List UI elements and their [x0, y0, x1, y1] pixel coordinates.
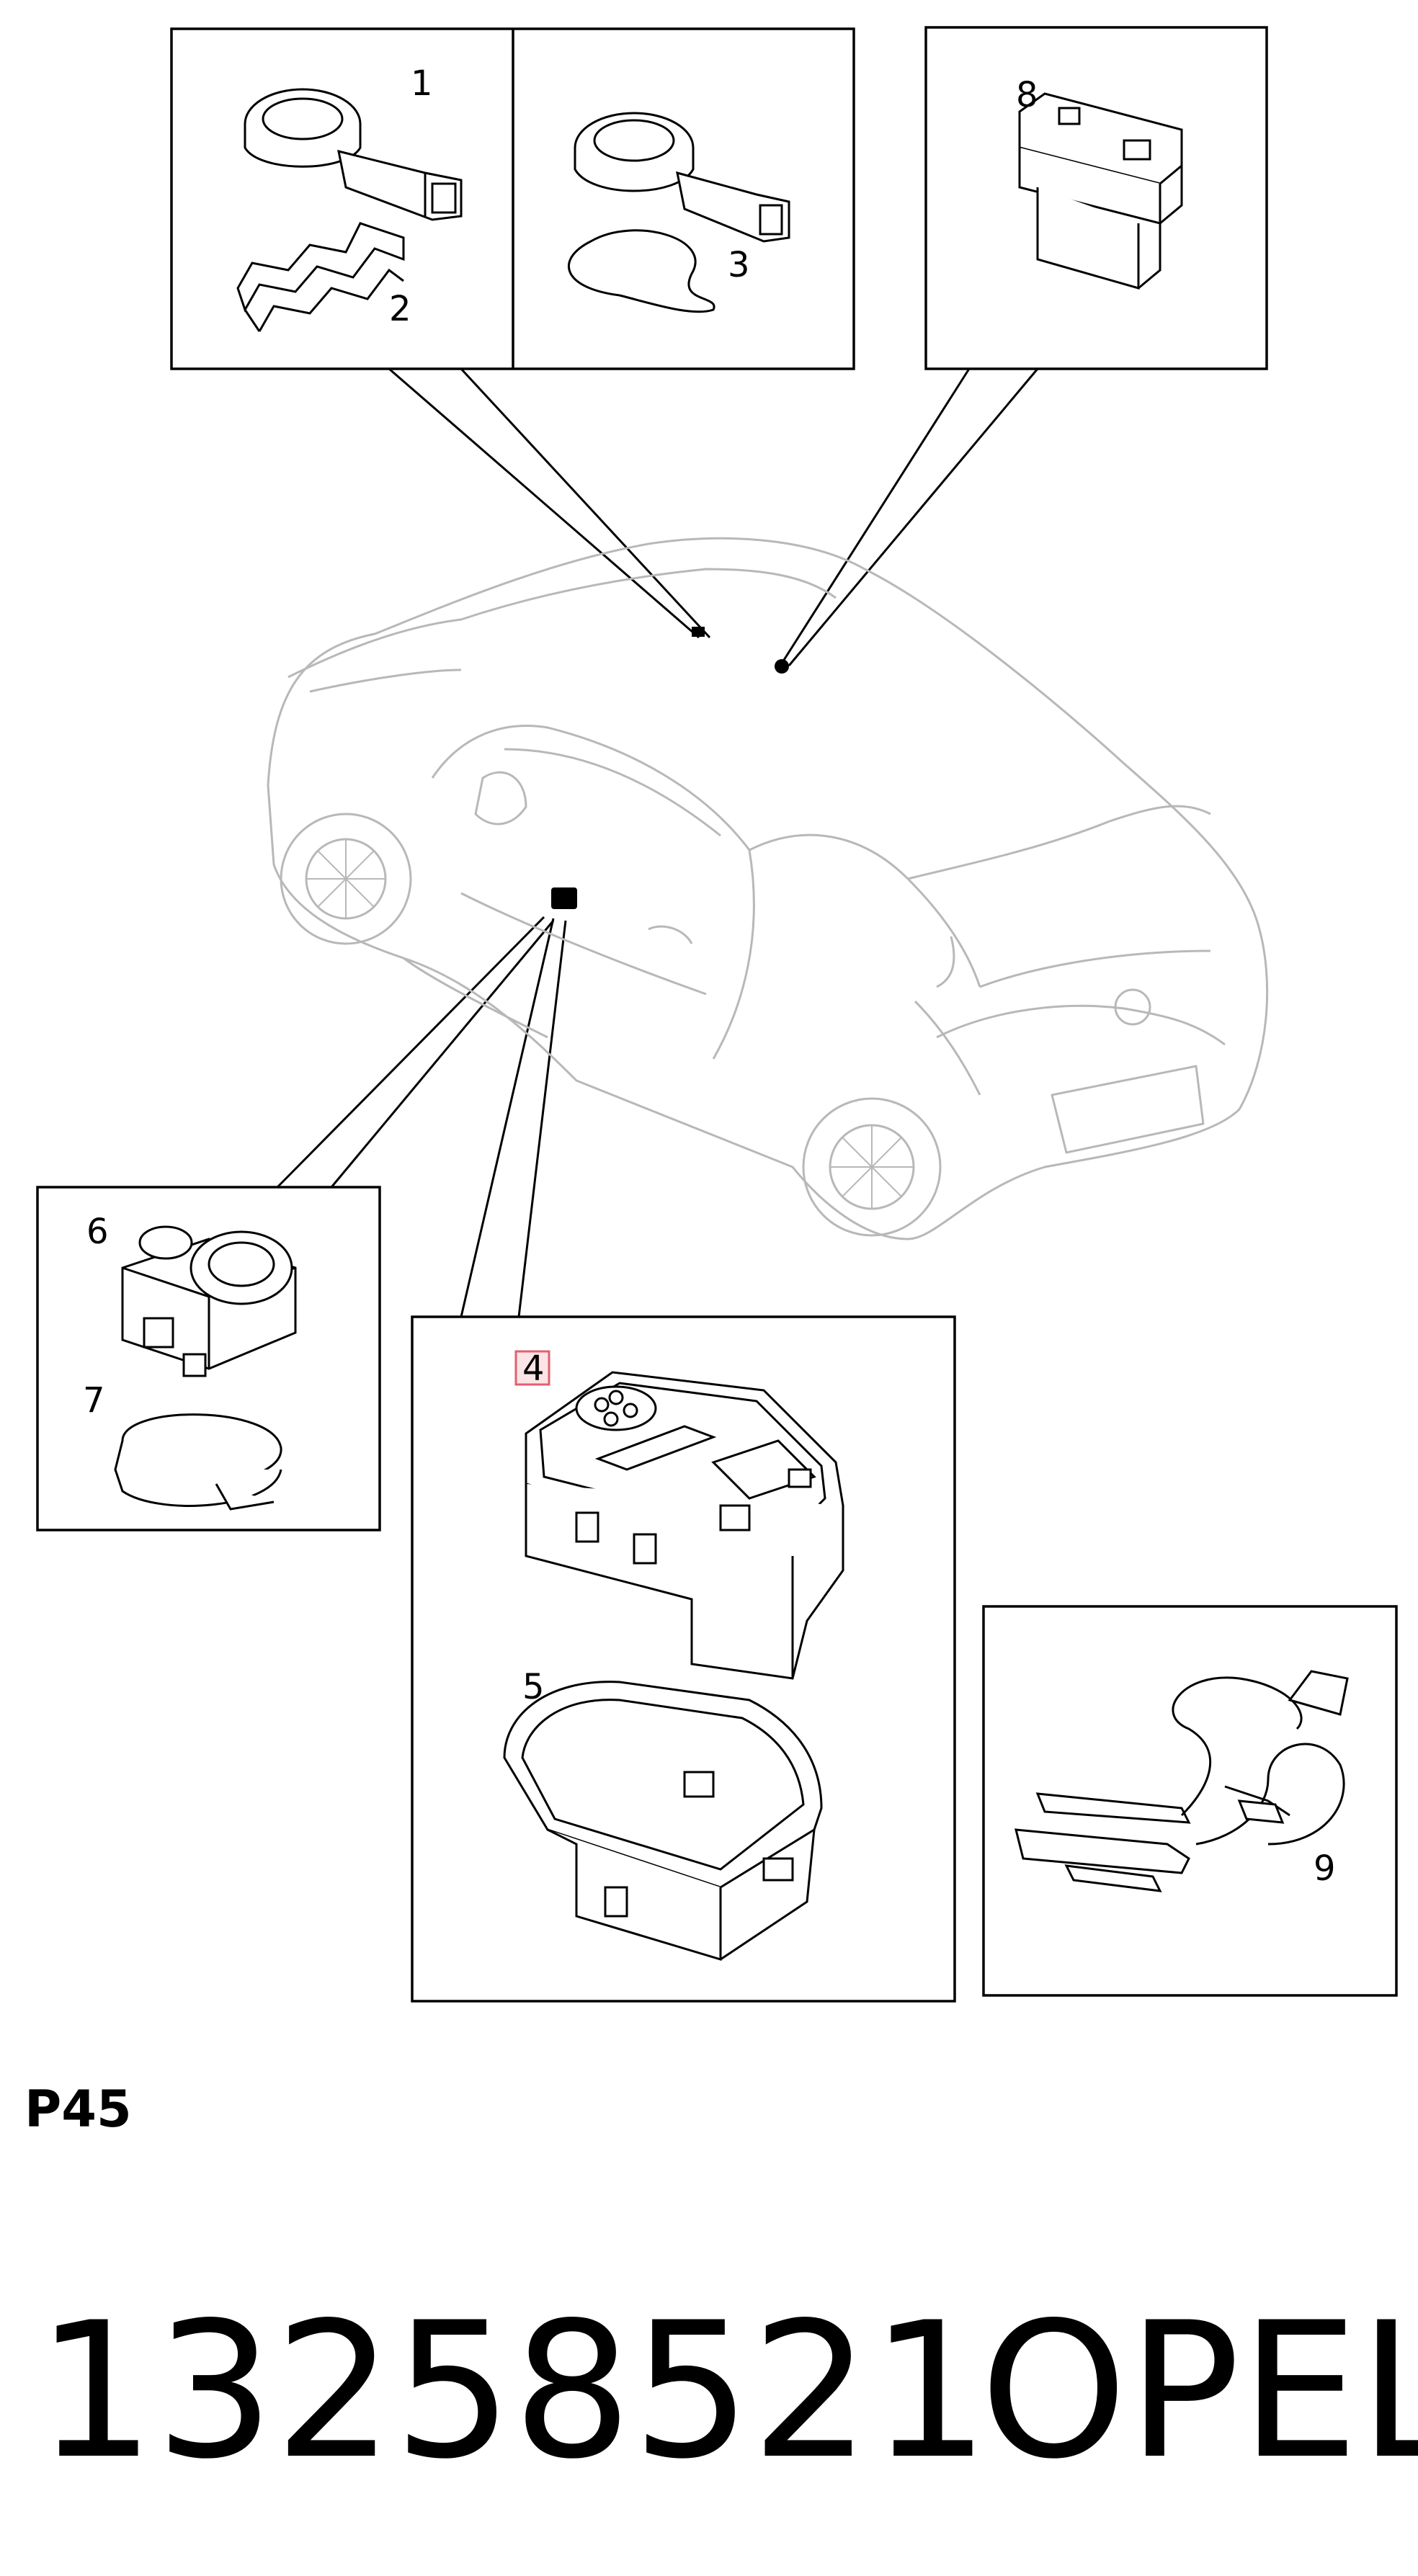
callout-6: 6 [86, 1212, 109, 1252]
roof-switch-marker [775, 659, 789, 674]
callout-4-highlight [514, 1350, 550, 1386]
part-6-mirror-switch [121, 1225, 297, 1377]
callout-4: 4 [522, 1349, 545, 1389]
door-switch-marker [551, 887, 577, 909]
callout-3: 3 [728, 245, 750, 285]
part-number: 13258521 [36, 2283, 990, 2500]
car-markers [551, 627, 789, 909]
leader-lines [276, 367, 1039, 1318]
car-illustration [267, 537, 1269, 1240]
part-3-rain-sensor-pad [568, 112, 790, 313]
brand-name: OPEL [980, 2283, 1418, 2500]
rain-sensor-marker [692, 627, 705, 637]
callout-2: 2 [389, 289, 411, 329]
callout-5: 5 [522, 1667, 545, 1707]
callout-1: 1 [411, 63, 433, 104]
part-1-rain-sensor [244, 88, 463, 221]
callout-9: 9 [1314, 1848, 1336, 1889]
parts-diagram: 1 2 3 8 6 7 4 5 9 [36, 26, 1398, 2003]
part-5-window-switch-cap [503, 1681, 823, 1962]
part-2-bracket [236, 222, 405, 332]
page-code: P45 [24, 2080, 132, 2139]
part-9-heating-element [1015, 1670, 1349, 1892]
part-8-roof-switch [1018, 92, 1183, 290]
part-7-mirror-switch-cap [114, 1413, 282, 1511]
callout-7: 7 [83, 1380, 105, 1421]
callout-numbers: 1 2 3 8 6 7 4 5 9 [83, 63, 1336, 1889]
part-4-window-switch [525, 1371, 844, 1680]
callout-8: 8 [1016, 75, 1038, 115]
